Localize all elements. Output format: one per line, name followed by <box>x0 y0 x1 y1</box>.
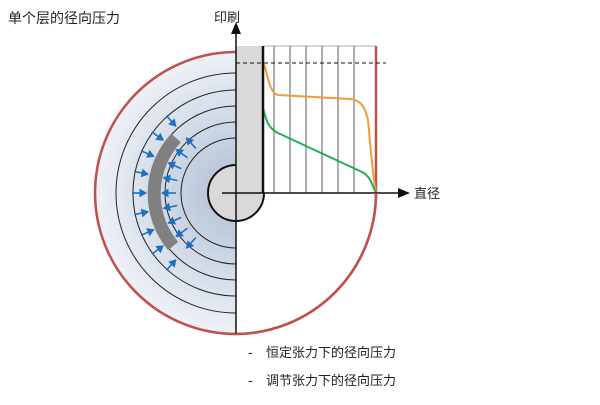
pressure-arrow-head <box>162 174 171 184</box>
pressure-arrow-head <box>162 202 171 212</box>
chart-background <box>264 46 376 193</box>
roll-outline-lower-right-arc <box>235 192 378 336</box>
y-axis-arrow <box>231 22 241 34</box>
constant-tension-curve <box>262 61 377 194</box>
core-outline <box>207 46 265 222</box>
pressure-arrow-head <box>167 216 177 225</box>
pressure-arrow-head <box>155 132 164 141</box>
regulated-tension-curve <box>262 107 377 194</box>
core-column-cover <box>236 46 262 194</box>
layer-ring <box>180 137 236 249</box>
pressure-arrow-head <box>175 229 184 238</box>
pressure-arrow-head <box>146 228 155 237</box>
pressure-arrow-head <box>168 259 177 268</box>
roll-outline-lower-right <box>236 193 376 334</box>
y-axis-label: 印刷 <box>214 11 240 26</box>
legend: - 恒定张力下的径向压力 - 调节张力下的径向压力 <box>248 345 396 389</box>
legend-item-1-dash: - <box>248 346 253 361</box>
legend-item-2-label: 调节张力下的径向压力 <box>266 373 396 389</box>
x-axis-arrow <box>398 188 410 198</box>
pressure-arrow-head <box>140 168 149 178</box>
pressure-arrows <box>132 115 197 271</box>
pressure-arrow-head <box>175 148 184 157</box>
layer-ring <box>115 72 236 314</box>
pressure-arrow-head <box>168 118 177 127</box>
pressure-arrow-head <box>167 161 177 170</box>
single-layer-band <box>147 133 181 251</box>
pressure-arrow-head <box>185 137 195 146</box>
x-axis-label: 直径 <box>414 187 440 202</box>
pressure-arrow-head <box>155 245 164 254</box>
pressure-arrow-head <box>139 188 147 198</box>
pressure-arrow-head <box>146 149 155 158</box>
diagram-title: 单个层的径向压力 <box>8 11 120 27</box>
pressure-arrow-head <box>161 188 169 198</box>
legend-item-1-label: 恒定张力下的径向压力 <box>266 345 396 361</box>
pressure-arrow-head <box>185 240 195 249</box>
pressure-arrow-head <box>140 208 149 218</box>
pressure-chart <box>236 45 386 194</box>
legend-item-2-dash: - <box>248 374 253 389</box>
